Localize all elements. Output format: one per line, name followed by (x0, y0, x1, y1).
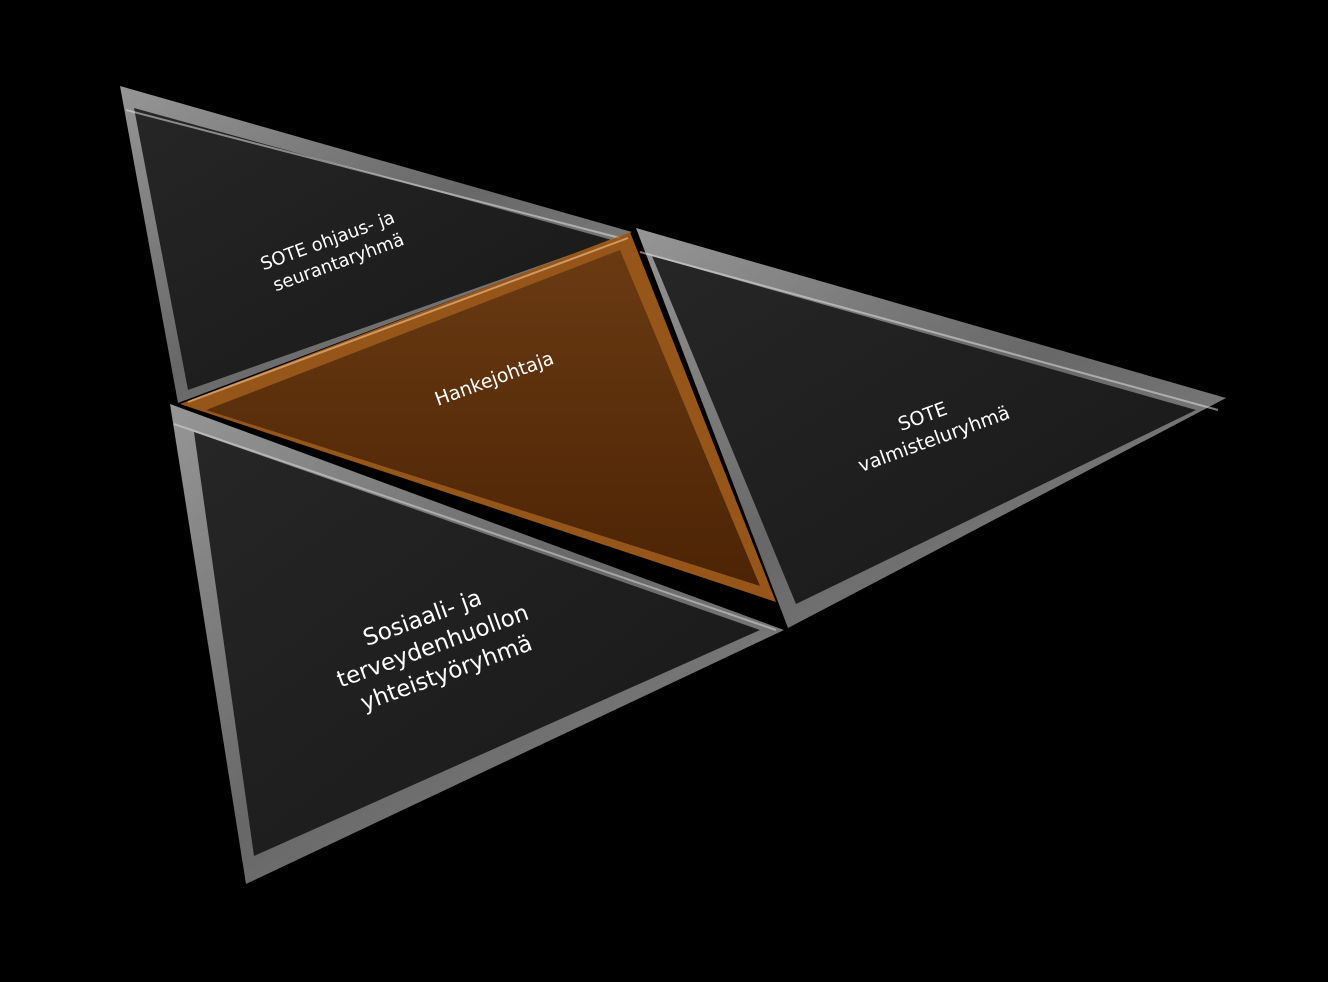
segment-cooperation-group: Sosiaali- ja terveydenhuollon yhteistyör… (170, 404, 784, 884)
segment-cooperation-group-face (194, 432, 760, 856)
segment-steering-group: SOTE ohjaus- ja seurantaryhmä (120, 86, 632, 403)
segment-steering-group-face (134, 108, 612, 390)
segment-cooperation-group-highlight (173, 423, 777, 631)
segment-preparation-group: SOTE valmisteluryhmä (636, 228, 1226, 628)
segment-project-manager-face (206, 250, 760, 586)
segment-preparation-group-highlight (639, 251, 1219, 411)
segment-project-manager-highlight (187, 237, 629, 403)
segment-steering-group-highlight (125, 109, 621, 239)
segment-preparation-group-face (652, 256, 1196, 604)
segment-project-manager: Hankejohtaja (180, 232, 776, 602)
